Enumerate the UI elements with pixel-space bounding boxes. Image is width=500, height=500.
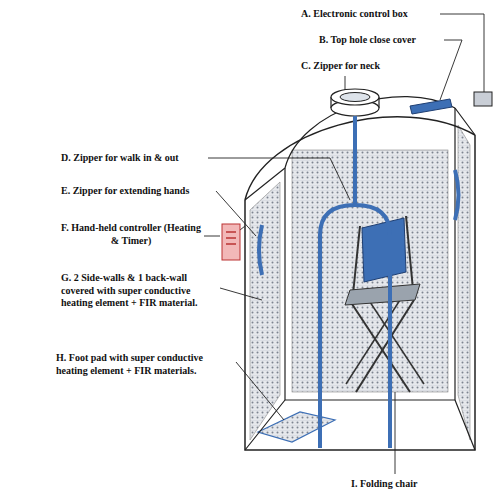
leader-line [440, 40, 462, 100]
leader-line [216, 191, 256, 236]
controller-cord [240, 226, 245, 230]
leader-line [220, 288, 262, 300]
arm-zipper [259, 225, 262, 275]
tent-outline [285, 108, 455, 400]
neck-hole [340, 93, 370, 102]
arm-zipper [455, 170, 459, 220]
side-wall-panel [250, 182, 280, 440]
callout-label: D. Zipper for walk in & out [60, 152, 180, 165]
tent-outline [245, 135, 475, 450]
leader-line [395, 392, 396, 474]
tent-outline [245, 108, 475, 450]
side-wall-panel [458, 125, 470, 440]
callout-label: F. Hand-held controller (Heating & Timer… [60, 222, 202, 247]
back-wall-panel [292, 150, 448, 392]
chair-leg [352, 304, 410, 392]
leader-line [440, 14, 484, 92]
neck-zipper [353, 116, 357, 205]
chair-leg [356, 300, 414, 392]
foot-pad [258, 412, 335, 442]
chair-seat [345, 284, 420, 305]
chair-back [362, 218, 406, 282]
callout-label: G. 2 Side-walls & 1 back-wall covered wi… [60, 272, 217, 310]
door-zipper [320, 205, 390, 448]
leader-line [345, 76, 346, 90]
leader-line [204, 236, 220, 237]
leader-line [236, 362, 284, 420]
callout-label: C. Zipper for neck [300, 60, 381, 73]
neck-collar [331, 89, 379, 105]
controller-buttons [226, 232, 236, 244]
callout-label: H. Foot pad with super conductive heatin… [55, 352, 232, 377]
tent-outline [285, 97, 455, 168]
top-cover [410, 99, 452, 114]
leader-line [208, 158, 350, 200]
hand-controller [222, 224, 240, 260]
callout-label: E. Zipper for extending hands [60, 185, 190, 198]
callout-label: B. Top hole close cover [318, 34, 417, 47]
chair-leg [370, 302, 424, 384]
callout-label: A. Electronic control box [300, 8, 409, 21]
control-box [474, 92, 492, 106]
callout-label: I. Folding chair [350, 478, 418, 491]
